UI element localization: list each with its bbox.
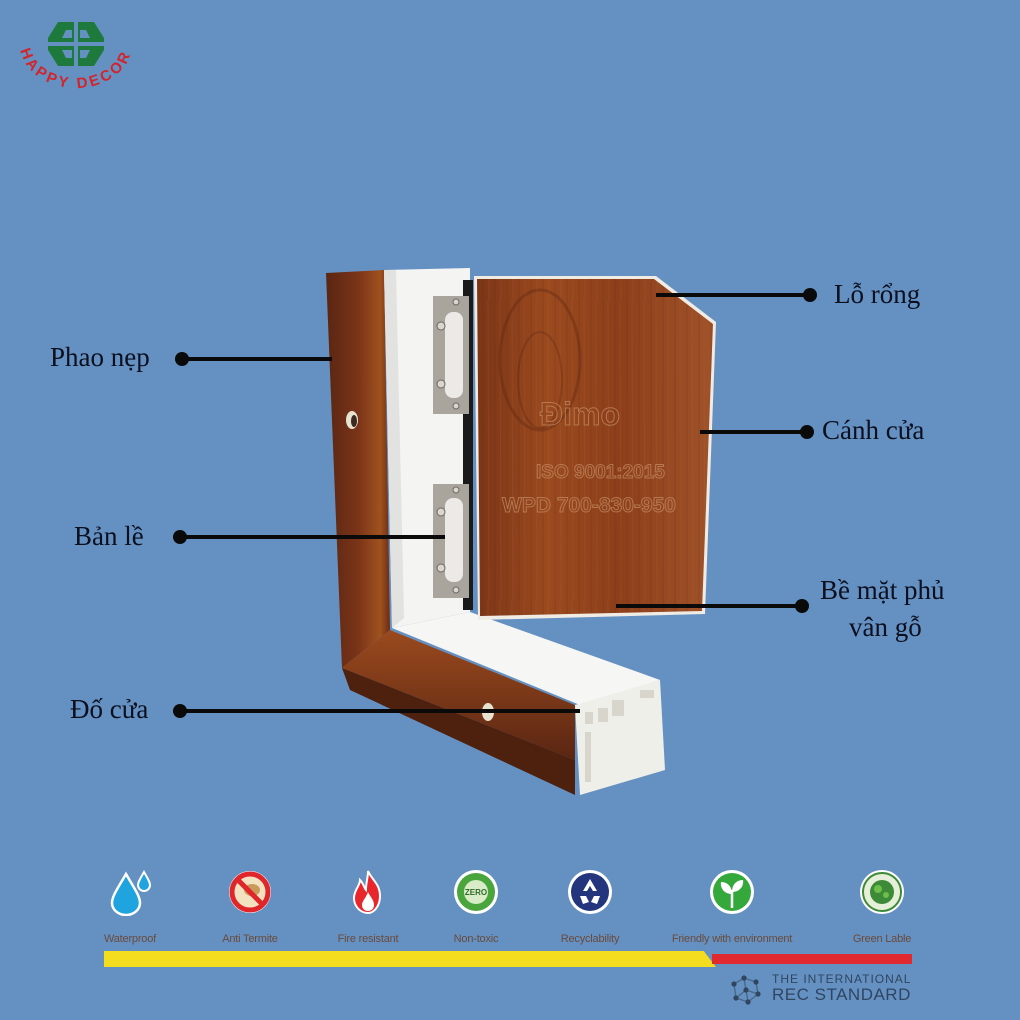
svg-text:ZERO: ZERO bbox=[465, 888, 487, 897]
feature-strip-red bbox=[712, 954, 912, 964]
pointer-dot bbox=[803, 288, 817, 302]
feature-green-label: Green Lable bbox=[822, 868, 942, 945]
feature-recyclability: Recyclability bbox=[530, 868, 650, 945]
feature-friendly-environment: Friendly with environment bbox=[672, 868, 792, 945]
leader-line bbox=[616, 604, 802, 608]
label-be-mat-line1: Bề mặt phủ bbox=[820, 575, 945, 605]
svg-text:Đimo: Đimo bbox=[540, 396, 620, 432]
hinge-bottom bbox=[433, 484, 469, 598]
label-canh-cua: Cánh cửa bbox=[822, 415, 925, 445]
leader-line bbox=[656, 293, 810, 297]
feature-anti-termite: Anti Termite bbox=[190, 868, 310, 945]
label-lo-rong: Lỗ rổng bbox=[834, 279, 921, 309]
plant-icon bbox=[710, 870, 754, 914]
happy-decor-logo: HAPPY DECOR bbox=[10, 14, 142, 100]
svg-text:WPD 700-830-950: WPD 700-830-950 bbox=[502, 494, 676, 517]
water-drop-icon bbox=[110, 869, 152, 917]
anti-termite-icon bbox=[229, 871, 271, 913]
happy-decor-logo-icon: HAPPY DECOR bbox=[16, 22, 132, 92]
green-label-icon bbox=[860, 870, 904, 914]
recycle-icon bbox=[568, 870, 612, 914]
fire-icon bbox=[352, 870, 382, 915]
feature-strip-yellow bbox=[104, 951, 716, 967]
leader-line bbox=[180, 709, 580, 713]
zero-toxic-icon: ZERO bbox=[454, 870, 498, 914]
leader-line bbox=[700, 430, 806, 434]
pointer-dot bbox=[795, 599, 809, 613]
rec-standard-badge: THE INTERNATIONAL REC STANDARD bbox=[726, 970, 926, 1010]
label-be-mat-line2: vân gỗ bbox=[849, 612, 922, 642]
leader-line bbox=[182, 357, 332, 361]
rec-line1: THE INTERNATIONAL bbox=[772, 972, 912, 986]
label-do-cua: Đố cửa bbox=[70, 694, 149, 724]
feature-waterproof: Waterproof bbox=[70, 868, 190, 945]
leader-line bbox=[180, 535, 445, 539]
label-ban-le: Bản lề bbox=[74, 521, 144, 551]
feature-fire-resistant: Fire resistant bbox=[308, 868, 428, 945]
rec-line2: REC STANDARD bbox=[772, 985, 911, 1004]
feature-non-toxic: ZERO Non-toxic bbox=[416, 868, 536, 945]
pointer-dot bbox=[800, 425, 814, 439]
hinge-top bbox=[433, 296, 469, 414]
label-phao-nep: Phao nẹp bbox=[50, 342, 150, 372]
rec-molecule-icon bbox=[731, 975, 761, 1005]
svg-text:ISO 9001:2015: ISO 9001:2015 bbox=[536, 462, 665, 483]
